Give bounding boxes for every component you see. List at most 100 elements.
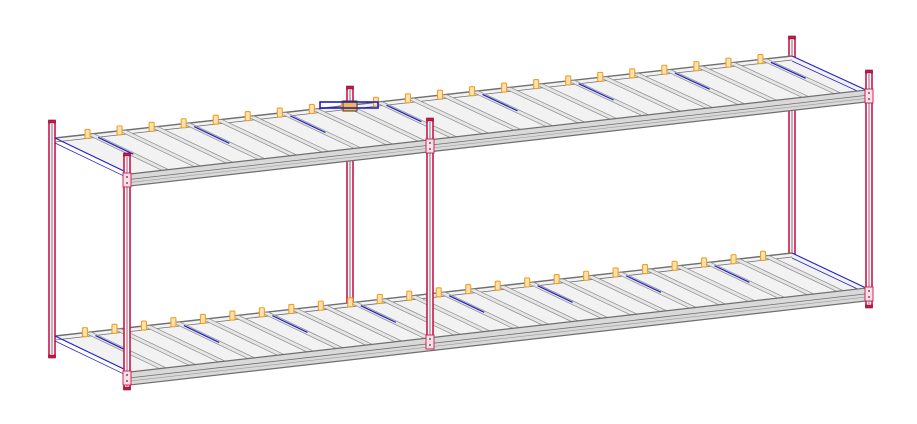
lower-shelf-bracket-3 [140, 320, 147, 331]
beam-connector-6 [864, 286, 874, 302]
bolt-bottom-3 [868, 98, 870, 100]
bolt-top-6 [868, 290, 870, 292]
upper-shelf-tie-1 [97, 136, 134, 155]
lower-shelf-bracket-15 [494, 280, 501, 291]
lower-shelf-right-side-rail-lower [791, 257, 867, 294]
upper-shelf-bracket-6 [244, 111, 251, 122]
coupling-block [342, 100, 358, 112]
lower-shelf-bracket-13 [435, 287, 442, 298]
post-back-left-cap [48, 119, 56, 124]
upper-shelf-tie-13 [482, 93, 518, 112]
beam-connector-1 [122, 172, 132, 188]
upper-shelf-bracket-3 [148, 121, 155, 132]
lower-shelf-bracket-19 [612, 267, 619, 278]
bolt-top-2 [429, 142, 431, 144]
upper-shelf-bracket-14 [501, 82, 508, 93]
upper-shelf [54, 54, 867, 187]
post-front-middle-cap [426, 117, 434, 122]
post-front-left-foot [123, 386, 131, 391]
upper-shelf-bracket-11 [404, 93, 412, 104]
lower-shelf-bracket-23 [730, 254, 737, 265]
lower-shelf-tie-7 [272, 315, 308, 333]
post-front-left-cap [123, 152, 131, 157]
lower-shelf-left-side-rail-lower [54, 340, 131, 378]
bolt-top-5 [429, 338, 431, 340]
beam-connector-5 [425, 334, 435, 350]
upper-shelf-tie-19 [674, 72, 710, 90]
upper-shelf-tie-22 [770, 61, 806, 79]
bolt-bottom-6 [868, 296, 870, 298]
lower-shelf-bracket-24 [759, 250, 767, 261]
upper-shelf-bracket-8 [308, 103, 315, 115]
bolt-bottom-1 [126, 182, 128, 184]
bolt-bottom-2 [429, 148, 431, 150]
lower-shelf-right-side-rail [791, 252, 867, 289]
upper-shelf-bracket-1 [84, 128, 91, 139]
post-front-right-foot [865, 304, 873, 309]
lower-shelf-bracket-6 [229, 310, 236, 321]
upper-shelf-front-beam-groove [129, 95, 867, 180]
upper-shelf-right-side-rail [791, 55, 867, 91]
bolt-top-1 [126, 176, 128, 178]
lower-shelf-front-beam-groove [129, 293, 867, 379]
upper-shelf-tie-16 [578, 83, 614, 101]
post-back-right-cap [788, 35, 796, 40]
post-front-left [123, 152, 131, 391]
lower-shelf-bracket-22 [701, 257, 708, 268]
upper-shelf-bracket-19 [661, 64, 668, 75]
bolt-top-3 [868, 92, 870, 94]
lower-shelf-bracket-16 [524, 277, 531, 288]
lower-shelf-bracket-21 [671, 260, 678, 271]
post-back-middle-cap [346, 85, 354, 90]
lower-shelf-bracket-1 [81, 327, 89, 338]
post-back-left [48, 119, 56, 359]
lower-shelf-bracket-8 [288, 303, 295, 314]
lower-shelf-bracket-7 [258, 307, 265, 318]
upper-shelf-right-side-rail-lower [791, 60, 867, 96]
beam-connector-3 [864, 88, 874, 104]
lower-shelf-tie-16 [537, 285, 573, 303]
post-front-right-cap [865, 69, 873, 74]
upper-shelf-bracket-17 [597, 71, 604, 82]
upper-shelf-bracket-4 [180, 118, 187, 129]
upper-shelf-bracket-2 [116, 125, 123, 136]
bolt-bottom-5 [429, 344, 431, 346]
bolt-bottom-4 [126, 380, 128, 382]
upper-shelf-bracket-12 [436, 89, 444, 100]
upper-shelf-bracket-20 [693, 61, 700, 72]
upper-shelf-tie-4 [193, 126, 230, 144]
lower-shelf-bracket-12 [406, 290, 413, 301]
lower-shelf-bracket-20 [642, 264, 649, 275]
beam-connector-2 [425, 138, 435, 154]
lower-shelf-bracket-11 [376, 293, 383, 305]
lower-shelf-bracket-18 [583, 270, 590, 281]
lower-shelf-bracket-17 [553, 274, 560, 285]
bolt-top-4 [126, 374, 128, 376]
front-layer [122, 69, 874, 391]
coupling-tie [319, 101, 379, 109]
upper-shelf-tie-10 [386, 104, 422, 123]
lower-shelf-tie-13 [448, 295, 485, 313]
post-front-right [865, 69, 873, 309]
lower-shelf-bracket-9 [317, 300, 324, 311]
upper-shelf-left-side-rail-lower [54, 142, 131, 180]
lower-shelf-tie-19 [625, 275, 662, 293]
lower-shelf-bracket-14 [465, 283, 472, 295]
lower-shelf-bracket-2 [111, 323, 118, 334]
upper-shelf-bracket-5 [212, 114, 219, 125]
upper-shelf-bracket-18 [629, 68, 636, 79]
upper-shelf-bracket-13 [469, 86, 476, 97]
lower-shelf-tie-4 [183, 325, 220, 343]
post-back-left-foot [48, 354, 56, 359]
upper-shelf-bracket-16 [565, 75, 572, 86]
lower-shelf [54, 250, 867, 386]
lower-shelf-bracket-5 [199, 313, 206, 324]
lower-shelf-bracket-10 [347, 297, 354, 308]
lower-shelf-left-side-rail [54, 335, 131, 373]
upper-shelf-bracket-7 [276, 107, 283, 118]
lower-shelf-front-beam-groove-2 [129, 296, 867, 382]
upper-shelf-back-rail-lower-edge [54, 59, 793, 143]
upper-shelf-tie-7 [290, 115, 326, 134]
